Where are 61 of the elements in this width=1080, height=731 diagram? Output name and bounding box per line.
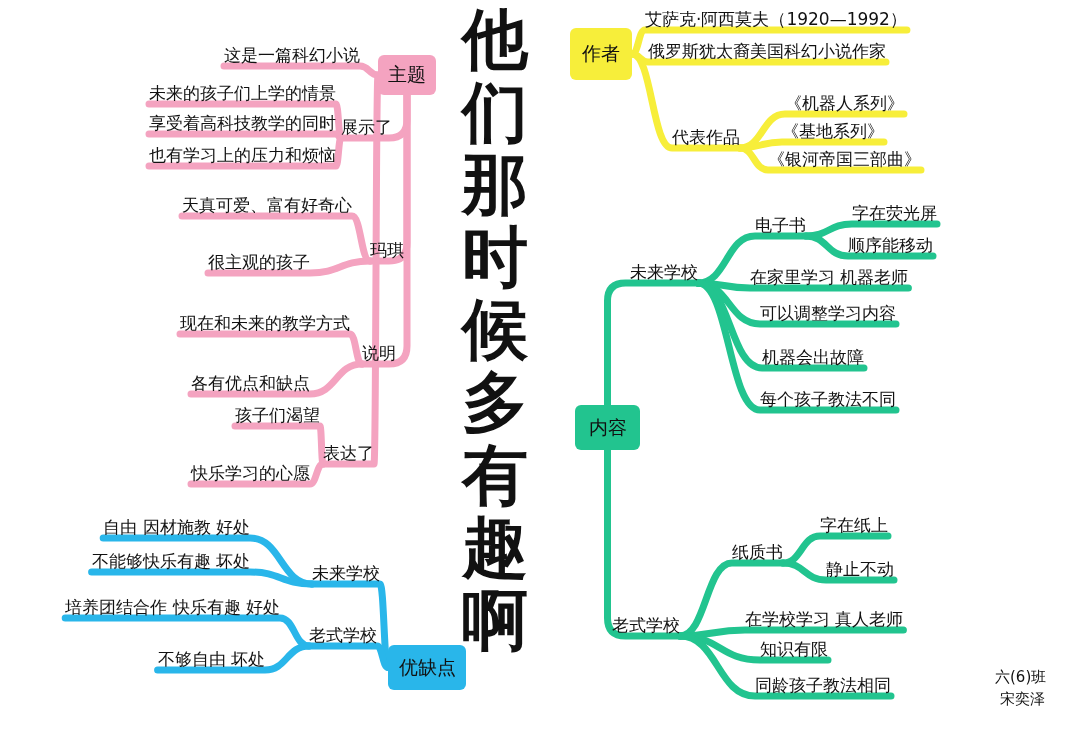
author-signature: 六(6)班	[995, 668, 1047, 687]
branch-text: 电子书	[755, 214, 806, 236]
branch-text: 纸质书	[732, 541, 783, 563]
branch-text: 玛琪	[370, 239, 404, 261]
branch-text: 知识有限	[760, 638, 828, 660]
branch-text: 老式学校	[612, 614, 680, 636]
vertical-title: 他们那时候多有趣啊	[462, 4, 528, 658]
branch-text: 俄罗斯犹太裔美国科幻小说作家	[648, 40, 886, 62]
author-signature: 宋奕泽	[1000, 690, 1045, 709]
topic-box	[570, 28, 632, 80]
branch-line	[676, 632, 895, 700]
branch-text: 享受着高科技教学的同时	[149, 112, 336, 134]
branch-text: 字在纸上	[820, 514, 888, 536]
branch-line	[154, 642, 313, 674]
branch-text: 未来的孩子们上学的情景	[149, 82, 336, 104]
branch-text: 顺序能移动	[848, 234, 933, 256]
topic-box	[378, 55, 436, 95]
branch-line	[802, 232, 937, 260]
branch-text: 不够自由 坏处	[157, 648, 265, 670]
branch-text: 表达了	[323, 442, 374, 464]
branch-text: 展示了	[341, 116, 392, 138]
branch-line	[204, 257, 374, 277]
branch-line	[779, 559, 898, 584]
branch-text: 快乐学习的心愿	[191, 462, 310, 484]
branch-text: 未来学校	[630, 261, 698, 283]
branch-text: 《银河帝国三部曲》	[768, 148, 921, 170]
branch-text: 老式学校	[309, 624, 377, 646]
branch-text: 《基地系列》	[782, 120, 884, 142]
topic-text: 内容	[588, 415, 627, 440]
branch-line	[736, 144, 925, 174]
branch-text: 未来学校	[312, 562, 380, 584]
branch-text: 每个孩子教法不同	[760, 388, 896, 410]
topic-text: 优缺点	[398, 655, 456, 680]
topic-text: 作者	[582, 42, 620, 66]
branch-text: 在学校学习 真人老师	[745, 608, 904, 630]
branch-line	[187, 360, 366, 398]
branch-text: 自由 因材施教 好处	[103, 516, 250, 538]
branch-text: 代表作品	[672, 126, 740, 148]
branch-text: 培养团结合作 快乐有趣 好处	[65, 596, 280, 618]
branch-text: 这是一篇科幻小说	[224, 44, 360, 66]
branch-text: 可以调整学习内容	[760, 302, 896, 324]
branch-line	[187, 460, 327, 488]
branch-text: 很主观的孩子	[208, 251, 310, 273]
branch-text: 字在荧光屏	[852, 202, 937, 224]
branch-text: 也有学习上的压力和烦恼	[149, 144, 336, 166]
branch-line	[88, 568, 316, 588]
branch-text: 天真可爱、富有好奇心	[182, 194, 352, 216]
branch-line	[694, 279, 900, 414]
branch-text: 机器会出故障	[762, 346, 864, 368]
branch-text: 《机器人系列》	[785, 92, 904, 114]
branch-text: 同龄孩子教法相同	[755, 674, 891, 696]
branch-text: 孩子们渴望	[235, 404, 320, 426]
branch-text: 各有优点和缺点	[191, 372, 310, 394]
branch-text: 不能够快乐有趣 坏处	[91, 550, 250, 572]
branch-text: 说明	[362, 342, 396, 364]
branch-text: 现在和未来的教学方式	[180, 312, 350, 334]
branch-text: 艾萨克·阿西莫夫（1920—1992）	[645, 8, 907, 30]
topic-box	[575, 405, 640, 450]
branch-text: 静止不动	[826, 558, 894, 580]
topic-text: 主题	[388, 63, 426, 87]
branch-text: 在家里学习 机器老师	[750, 266, 909, 288]
